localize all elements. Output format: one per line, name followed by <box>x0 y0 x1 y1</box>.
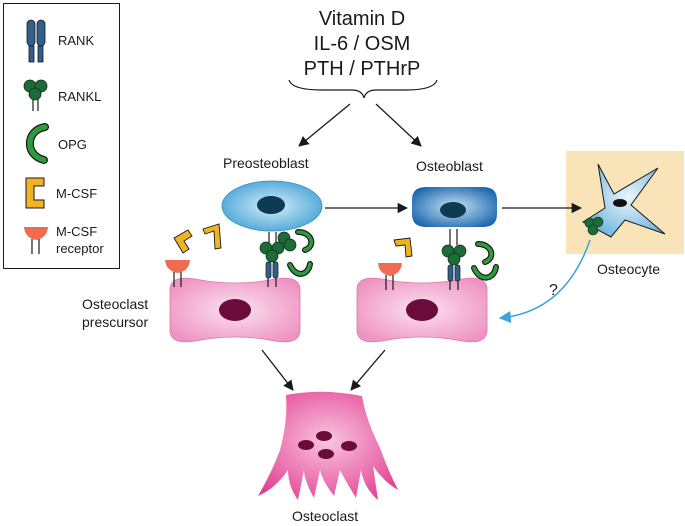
arrow-to-osteoblast <box>375 103 422 147</box>
label-preosteoblast: Preosteoblast <box>223 155 309 171</box>
legend-label-mcsf-receptor-line2: receptor <box>56 241 104 256</box>
legend-label-mcsf-receptor-line1: M-CSF <box>56 224 98 239</box>
mcsf-receptor-icon <box>24 227 48 254</box>
rank-rankl-complex-left <box>259 231 297 287</box>
label-osteocyte: Osteocyte <box>597 261 661 277</box>
label-osteoblast: Osteoblast <box>416 158 483 174</box>
legend-label-rank: RANK <box>58 33 95 48</box>
rank-rankl-complex-right <box>441 229 467 290</box>
factor-pth-pthrp: PTH / PTHrP <box>303 58 421 80</box>
osteocyte-cell <box>582 163 666 238</box>
legend-label-rankl: RANKL <box>58 89 102 104</box>
legend-label-opg: OPG <box>58 137 87 152</box>
mcsf-right <box>393 237 413 258</box>
osteoclast-cell <box>258 391 398 500</box>
osteoclast-precursor-right <box>356 277 488 343</box>
factors-brace <box>288 79 438 99</box>
preosteoblast-cell <box>221 180 323 232</box>
mcsf-receptor-right <box>378 263 402 290</box>
mcsf-left-2 <box>202 223 222 250</box>
arrow-right-precursor-to-osteoclast <box>350 349 386 391</box>
mcsf-left-1 <box>173 229 193 254</box>
legend-box <box>3 3 120 269</box>
legend-label-mcsf: M-CSF <box>56 186 98 201</box>
label-precursor-line1: Osteoclast <box>82 296 149 312</box>
factor-vitamin-d: Vitamin D <box>318 8 406 30</box>
osteocyte-feedback-arrow <box>498 239 591 323</box>
mcsf-receptor-left <box>165 260 190 287</box>
osteoblast-cell <box>412 187 497 227</box>
rank-receptor-icon <box>26 19 46 63</box>
opg-icon <box>25 123 49 164</box>
arrow-left-precursor-to-osteoclast <box>261 349 294 391</box>
osteoclast-precursor-left <box>169 277 301 343</box>
mcsf-icon <box>25 177 45 209</box>
rankl-ligand-icon <box>23 79 48 111</box>
label-osteoclast: Osteoclast <box>292 508 359 524</box>
label-precursor-line2: prescursor <box>82 314 149 330</box>
factor-il6-osm: IL-6 / OSM <box>313 33 411 55</box>
label-question-mark: ? <box>549 282 558 299</box>
arrow-to-preosteoblast <box>298 103 351 147</box>
